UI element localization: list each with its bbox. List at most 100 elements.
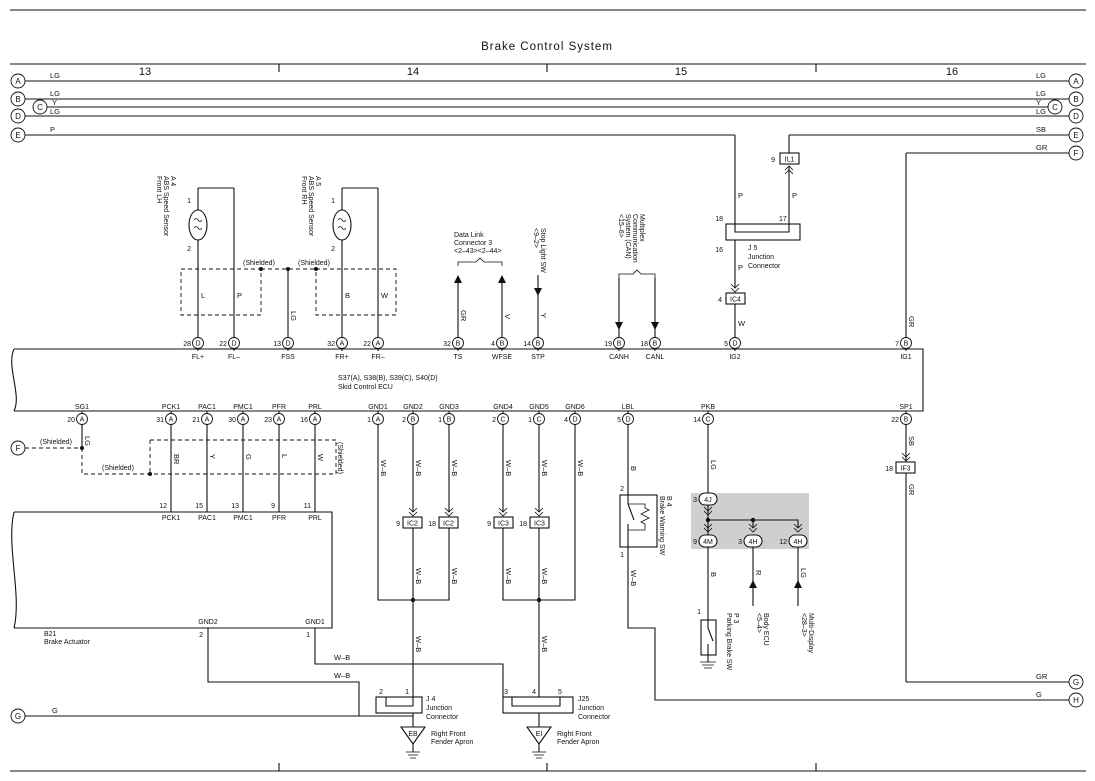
svg-text:GND3: GND3 [439,404,459,411]
pkb-connector-block: LG 4J 3 4M 9 4H 3 4H 12 [691,424,809,549]
svg-text:Y: Y [539,313,548,318]
svg-text:31: 31 [156,417,164,424]
svg-text:9: 9 [693,539,697,546]
svg-text:13: 13 [273,341,281,348]
svg-text:B: B [15,95,20,104]
shielded-sensor-cables: (Shielded) (Shielded) LG [180,260,397,339]
svg-text:IG1: IG1 [900,354,911,361]
svg-text:1: 1 [438,417,442,424]
j5-junction-connector: 18 17 16 J 5 Junction Connector P [715,216,801,293]
svg-text:14: 14 [523,341,531,348]
svg-text:4M: 4M [703,539,713,546]
svg-text:C: C [37,103,43,112]
svg-text:Multiplex: Multiplex [638,214,645,242]
svg-text:IC4: IC4 [730,297,741,304]
svg-text:7: 7 [895,341,899,348]
svg-text:PRL: PRL [308,515,322,522]
svg-text:P: P [50,125,55,134]
svg-text:PMC1: PMC1 [233,404,253,411]
svg-text:B: B [536,341,541,348]
svg-text:D: D [231,341,236,348]
svg-text:PFR: PFR [272,515,286,522]
diagram-title: Brake Control System [481,41,613,53]
actuator-harness: F (Shielded) LG (Shielded) (Shielded) BR… [10,424,343,512]
svg-text:5: 5 [558,689,562,696]
svg-text:GR: GR [1036,672,1048,681]
svg-text:P: P [792,191,797,200]
svg-text:Y: Y [1036,98,1041,107]
svg-text:3: 3 [738,539,742,546]
parking-brake-sw: B 1 P 3 Parking Brake SW [697,547,739,671]
svg-text:B: B [904,341,909,348]
svg-text:Junction: Junction [748,254,774,261]
svg-text:IC3: IC3 [498,521,509,528]
svg-text:2: 2 [199,632,203,639]
svg-text:2: 2 [379,689,383,696]
ic4-connector: IC4 4 W [718,292,746,339]
svg-text:Connector: Connector [426,714,459,721]
svg-text:(Shielded): (Shielded) [243,260,275,267]
svg-text:PMC1: PMC1 [233,515,253,522]
brake-warning-sw: B 2 1 B 4 Brake Warning SW W–B H G [619,424,1084,708]
svg-text:C: C [705,417,710,424]
ecu-bottom-pins: A20SG1A31PCK1A21PAC1A30PMC1A23PFRA16PRLA… [67,404,913,425]
svg-text:GND6: GND6 [565,404,585,411]
svg-text:<9–2>: <9–2> [532,228,539,248]
abs-speed-sensor-front-lh: A 4 ABS Speed Sensor Front LH 1 2 L P [155,176,242,339]
svg-text:23: 23 [264,417,272,424]
svg-text:GR: GR [907,484,916,496]
svg-text:A 5: A 5 [314,176,321,186]
svg-text:1: 1 [528,417,532,424]
svg-text:G: G [1036,690,1042,699]
svg-text:L: L [201,291,205,300]
svg-text:LG: LG [1036,89,1046,98]
svg-text:SP1: SP1 [899,404,912,411]
svg-text:<28–3>: <28–3> [800,613,807,637]
svg-text:Y: Y [52,98,57,107]
svg-text:D: D [285,341,290,348]
svg-text:WFSE: WFSE [492,354,513,361]
svg-text:2: 2 [492,417,496,424]
svg-text:Connector: Connector [578,714,611,721]
svg-text:A: A [241,417,246,424]
svg-text:GND2: GND2 [403,404,423,411]
svg-text:B: B [500,341,505,348]
svg-text:GR: GR [459,310,468,322]
svg-text:Multi-Display: Multi-Display [807,613,814,654]
brake-actuator-id: B21 [44,631,57,638]
svg-text:C: C [1052,103,1058,112]
svg-text:W–B: W–B [629,570,638,586]
svg-text:IL1: IL1 [785,157,795,164]
svg-text:B 4: B 4 [665,496,672,507]
svg-text:B: B [617,341,622,348]
svg-text:PKB: PKB [701,404,715,411]
svg-text:9: 9 [396,521,400,528]
j4-junction-connector: 2 1 J 4 Junction Connector [375,689,459,727]
svg-text:32: 32 [327,341,335,348]
stop-light-sw: Stop Light SW <9–2> Y [532,228,548,339]
svg-text:GND1: GND1 [368,404,388,411]
svg-text:W–B: W–B [414,460,423,476]
svg-text:Fender Apron: Fender Apron [431,739,474,746]
svg-text:GR: GR [907,316,916,328]
svg-text:(Shielded): (Shielded) [298,260,330,267]
svg-text:16: 16 [300,417,308,424]
svg-text:Junction: Junction [426,705,452,712]
svg-text:Data Link: Data Link [454,232,484,239]
skid-control-ecu: S37(A), S38(B), S39(C), S40(D) Skid Cont… [11,348,924,412]
ecu-ground-wires: W–B W–B W–B W–B W–B W–B [377,424,585,601]
svg-text:18: 18 [640,341,648,348]
svg-text:W: W [381,291,389,300]
svg-text:PCK1: PCK1 [162,515,180,522]
svg-text:GR: GR [1036,143,1048,152]
